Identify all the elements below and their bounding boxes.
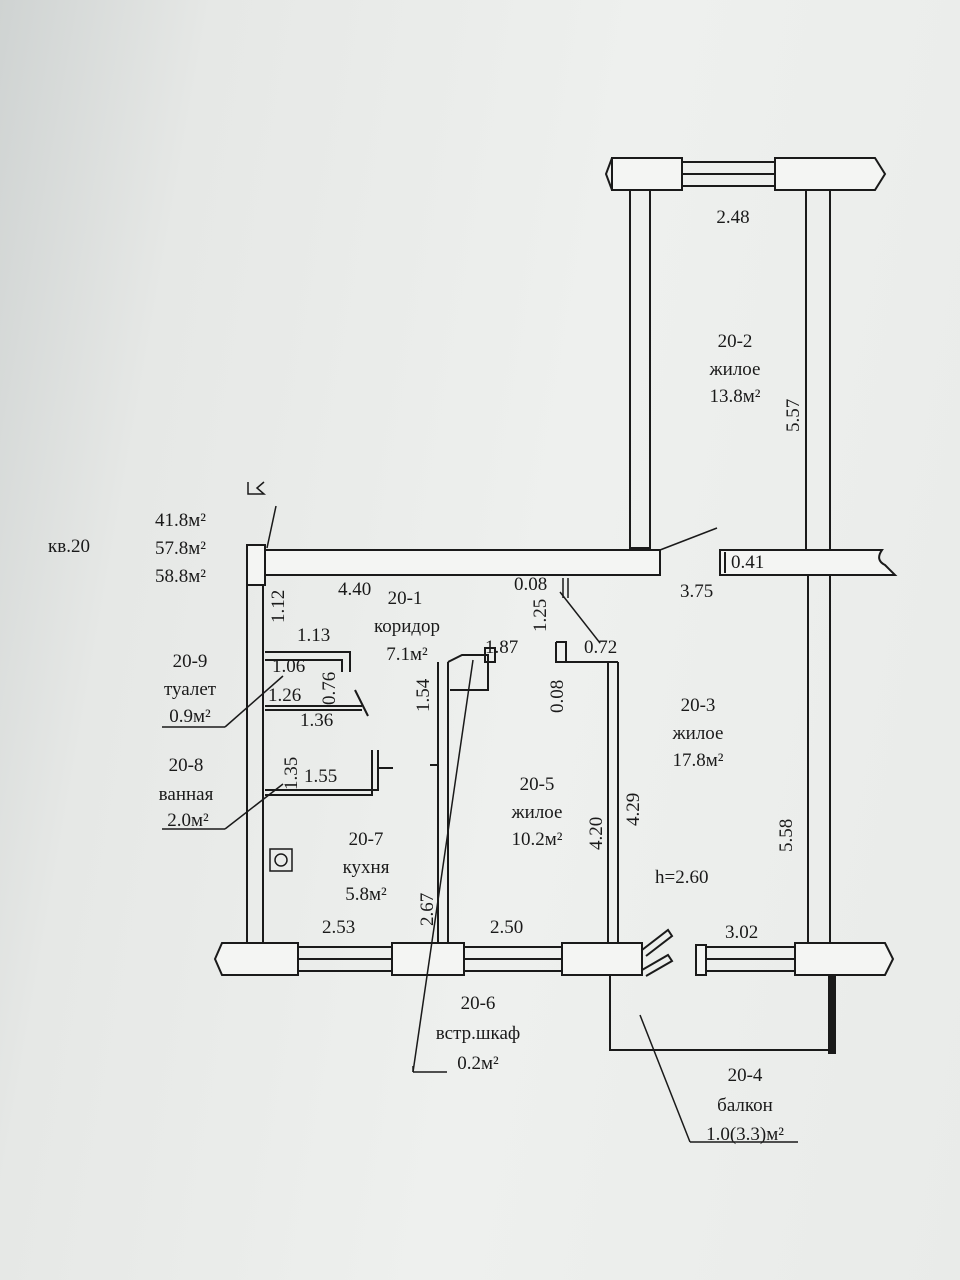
dim-2-53: 2.53 (322, 917, 356, 938)
dim-1-36: 1.36 (300, 710, 334, 731)
wall-corridor-top (246, 544, 898, 586)
room-20-9-id: 20-9 (172, 651, 208, 672)
room-20-5-area: 10.2м² (511, 829, 563, 850)
room-20-9-name: туалет (163, 679, 217, 700)
dim-1-87: 1.87 (485, 637, 519, 658)
dim-1-55: 1.55 (304, 766, 338, 787)
dim-1-13: 1.13 (297, 625, 331, 646)
entrance-icon (247, 481, 267, 495)
dim-1-35: 1.35 (281, 756, 302, 790)
wall-right-20-3 (807, 574, 831, 948)
room-20-1-name: коридор (373, 616, 441, 637)
dim-4-20: 4.20 (586, 816, 607, 850)
dim-5-57: 5.57 (783, 398, 804, 432)
room-20-9-area: 0.9м² (169, 706, 211, 727)
wall-right-20-2 (805, 189, 831, 551)
apartment-label: кв.20 (48, 536, 90, 557)
dim-5-58: 5.58 (776, 818, 797, 852)
dim-1-06: 1.06 (272, 656, 306, 677)
dim-1-12: 1.12 (268, 589, 289, 623)
total-area-1: 41.8м² (155, 510, 206, 531)
room-20-1-id: 20-1 (387, 588, 423, 609)
room-20-4-name: балкон (717, 1095, 773, 1116)
room-20-6-id: 20-6 (460, 993, 496, 1014)
partition-bath (265, 651, 393, 796)
room-20-2-name: жилое (709, 359, 761, 380)
room-20-3-id: 20-3 (680, 695, 716, 716)
dim-1-25: 1.25 (530, 598, 551, 632)
dim-0-76: 0.76 (319, 671, 340, 705)
wall-bottom (213, 928, 895, 977)
leader-lines (162, 505, 798, 1143)
dim-2-67: 2.67 (417, 892, 438, 926)
room-20-4-area: 1.0(3.3)м² (706, 1124, 784, 1145)
room-20-6-name: встр.шкаф (435, 1023, 521, 1044)
total-area-2: 57.8м² (155, 538, 206, 559)
room-20-1-area: 7.1м² (386, 644, 428, 665)
room-20-7-id: 20-7 (348, 829, 384, 850)
dim-2-50: 2.50 (490, 917, 524, 938)
wall-left-outer (246, 584, 264, 944)
room-20-2-id: 20-2 (717, 331, 753, 352)
room-20-4-id: 20-4 (727, 1065, 763, 1086)
dim-1-26: 1.26 (268, 685, 302, 706)
room-20-3-area: 17.8м² (672, 750, 724, 771)
room-20-8-area: 2.0м² (167, 810, 209, 831)
balcony-outline (609, 974, 836, 1054)
dim-0-41: 0.41 (731, 552, 765, 573)
partition-kitchen (430, 647, 496, 943)
dim-0-72: 0.72 (584, 637, 618, 658)
meter-icon (269, 848, 293, 872)
room-20-7-name: кухня (342, 857, 390, 878)
room-20-5-name: жилое (511, 802, 563, 823)
total-area-3: 58.8м² (155, 566, 206, 587)
room-20-7-area: 5.8м² (345, 884, 387, 905)
wall-left-20-2 (629, 189, 651, 549)
room-20-8-name: ванная (158, 784, 214, 805)
dim-2-48: 2.48 (716, 207, 750, 228)
room-20-8-id: 20-8 (168, 755, 204, 776)
room-20-5-id: 20-5 (519, 774, 555, 795)
dim-4-40: 4.40 (338, 579, 372, 600)
room-20-2-area: 13.8м² (709, 386, 761, 407)
room-20-3-name: жилое (672, 723, 724, 744)
dim-0-08-mid: 0.08 (547, 679, 568, 713)
dim-3-02: 3.02 (725, 922, 759, 943)
wall-top-20-2 (604, 157, 887, 191)
dim-0-08-top: 0.08 (514, 574, 548, 595)
dim-3-75: 3.75 (680, 581, 714, 602)
room-20-6-area: 0.2м² (457, 1053, 499, 1074)
dim-4-29: 4.29 (623, 792, 644, 826)
ceiling-height: h=2.60 (655, 867, 709, 888)
partition-20-5 (555, 641, 619, 943)
dim-1-54: 1.54 (413, 678, 434, 712)
